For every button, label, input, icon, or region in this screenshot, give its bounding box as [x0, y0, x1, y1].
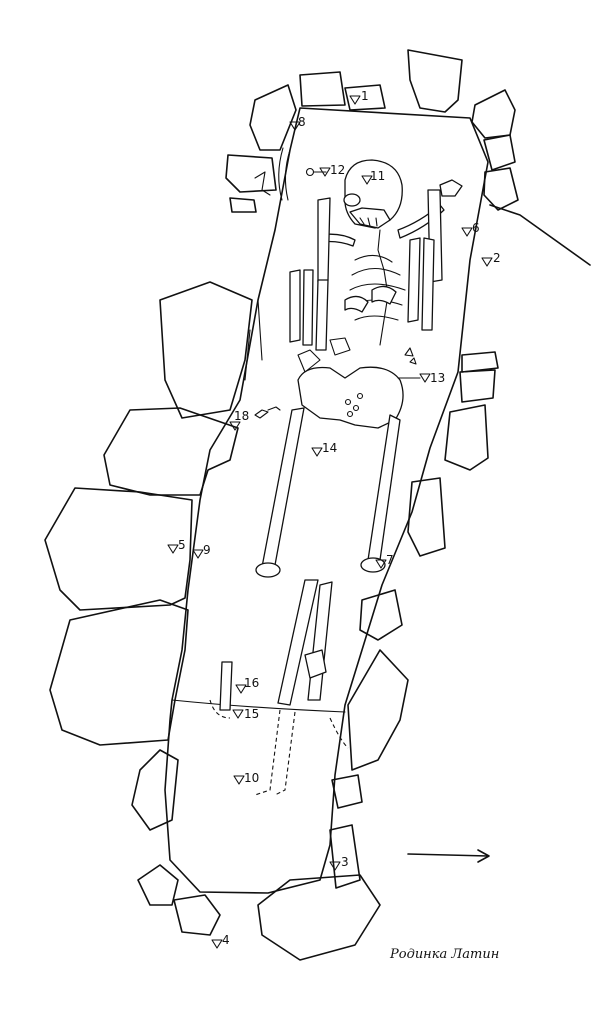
marker-4: 4: [211, 933, 230, 949]
left-femur: [261, 407, 305, 568]
marker-11-label: 11: [370, 169, 385, 183]
author-signature: Родинка Латин: [389, 947, 499, 962]
marker-3: 3: [329, 855, 349, 871]
marker-4-label: 4: [222, 933, 230, 947]
marker-12: 12: [305, 163, 345, 177]
marker-18: 18: [229, 406, 281, 431]
marker-8: 8: [289, 115, 306, 131]
stones-right: [257, 49, 591, 961]
marker-18-label: 18: [234, 409, 249, 423]
marker-10: 10: [233, 771, 259, 785]
marker-9: 9: [192, 543, 211, 559]
marker-15-label: 15: [244, 707, 259, 721]
marker-5-label: 5: [178, 538, 186, 552]
direction-arrow: [407, 849, 490, 863]
marker-10-label: 10: [244, 771, 259, 785]
marker-2: 2: [481, 251, 501, 267]
marker-11: 11: [361, 169, 385, 185]
marker-7: 7: [375, 553, 394, 569]
marker-1: 1: [349, 89, 369, 105]
marker-13-label: 13: [430, 371, 445, 385]
grave-pit-outline: [164, 107, 489, 894]
pit-transverse-line: [171, 699, 346, 713]
marker-6-label: 6: [472, 221, 480, 235]
skeleton: [209, 147, 463, 796]
marker-3-label: 3: [341, 855, 349, 869]
mandible: [349, 207, 391, 229]
marker-14: 14: [311, 441, 337, 457]
pelvis: [297, 366, 404, 429]
pit-inner-edge: [244, 299, 263, 381]
marker-5: 5: [167, 538, 186, 554]
marker-7-label: 7: [386, 553, 394, 567]
right-femur: [367, 414, 401, 561]
stones-left: [44, 84, 297, 936]
marker-12-label: 12: [330, 163, 345, 177]
marker-15: 15: [232, 707, 259, 721]
marker-9-label: 9: [203, 543, 211, 557]
marker-16: 16: [235, 676, 259, 694]
marker-13: 13: [397, 347, 445, 385]
markers: 1 2 3 4 5 6 7 8: [167, 89, 501, 949]
marker-16-label: 16: [244, 676, 259, 690]
marker-14-label: 14: [322, 441, 337, 455]
marker-8-label: 8: [298, 115, 306, 129]
marker-1-label: 1: [361, 89, 369, 103]
marker-6: 6: [461, 221, 480, 237]
marker-2-label: 2: [493, 251, 501, 265]
